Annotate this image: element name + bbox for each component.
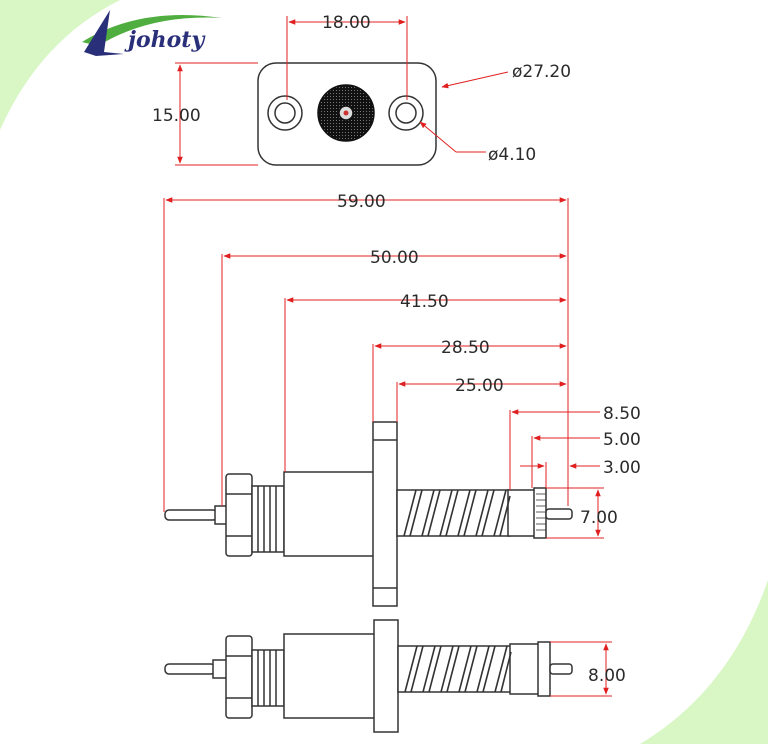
top-view-dimensions [175, 16, 509, 166]
green-corner-bottom-right [640, 580, 768, 744]
plunger-tip [545, 508, 573, 520]
dim-length-5: 5.00 [603, 430, 641, 450]
side-view [164, 421, 573, 607]
dim-hole-dia: ø4.10 [488, 145, 536, 165]
bottom-knurled-ring [537, 641, 551, 697]
left-mount-hole-outer [267, 95, 303, 131]
bottom-lock-nut [225, 635, 253, 719]
bottom-spring-coils [404, 645, 512, 693]
side-view-dimensions [163, 197, 604, 539]
dim-length-28-5: 28.50 [441, 338, 490, 358]
bottom-view [164, 619, 573, 733]
dim-dia-8: 8.00 [588, 666, 626, 686]
knurled-ring [533, 487, 547, 539]
dim-length-3: 3.00 [603, 458, 641, 478]
bottom-pin-tip [164, 663, 216, 675]
top-flange-outline [257, 62, 437, 166]
dim-top-spacing: 18.00 [322, 13, 371, 33]
bottom-plunger-tip [549, 663, 573, 675]
pin-tip [164, 509, 218, 521]
bottom-thread [251, 649, 285, 707]
logo-arrow-icon [84, 10, 124, 56]
dim-length-50: 50.00 [370, 248, 419, 268]
bottom-flange [373, 619, 399, 733]
dim-dia-7: 7.00 [580, 508, 618, 528]
bottom-view-dimensions [550, 641, 612, 697]
green-corner-top-left [0, 0, 120, 130]
dim-length-8-5: 8.50 [603, 404, 641, 424]
left-mount-hole-inner [274, 102, 296, 124]
bottom-end-cap [509, 643, 541, 695]
side-spring-coils [403, 489, 511, 537]
right-mount-hole-inner [395, 102, 417, 124]
solenoid-body [283, 471, 377, 557]
bottom-solenoid-body [283, 633, 377, 719]
dim-top-height: 15.00 [152, 106, 201, 126]
top-view [257, 62, 437, 166]
dim-length-41-5: 41.50 [400, 292, 449, 312]
brand-name: johoty [124, 27, 206, 53]
dim-length-59: 59.00 [337, 192, 386, 212]
thread [251, 485, 285, 553]
right-mount-hole-outer [388, 95, 424, 131]
dim-length-25: 25.00 [455, 376, 504, 396]
dim-flange-dia: ø27.20 [512, 62, 571, 82]
brand-logo: johoty [82, 10, 222, 56]
mounting-flange [372, 421, 398, 607]
lock-nut [225, 473, 253, 557]
end-cap [507, 489, 537, 537]
